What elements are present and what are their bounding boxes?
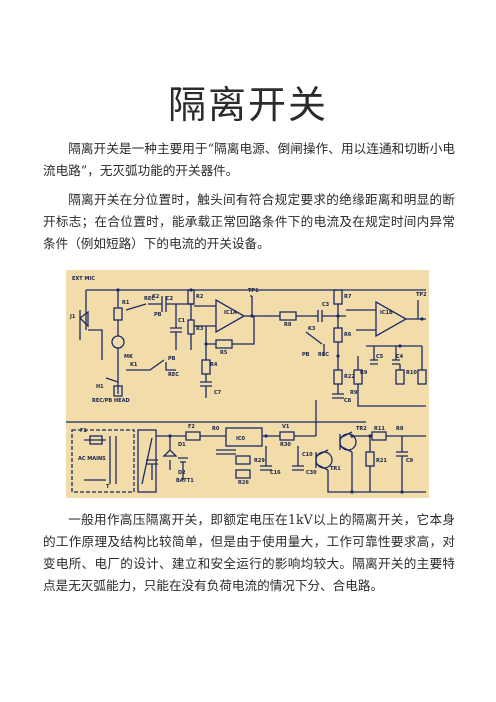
component-label: REC bbox=[144, 296, 155, 302]
component-label: C4 bbox=[396, 354, 404, 360]
component-label: TR2 bbox=[356, 426, 367, 432]
component-label: R22 bbox=[344, 374, 355, 380]
paragraph-high-voltage: 一般用作高压隔离开关，即额定电压在1kV以上的隔离开关，它本身的工作原理及结构比… bbox=[43, 512, 455, 593]
component-label: H1 bbox=[96, 384, 104, 390]
component-label: R11 bbox=[374, 426, 385, 432]
component-label: D1 bbox=[178, 442, 186, 448]
component-label: R5 bbox=[220, 350, 228, 356]
component-label: R0 bbox=[212, 426, 220, 432]
page-title: 隔离开关 bbox=[167, 83, 328, 127]
component-label: J1 bbox=[69, 314, 76, 320]
component-label: R8 bbox=[396, 426, 404, 432]
component-label: IC0 bbox=[236, 436, 246, 442]
circuit-schematic: EXT MICJ1R1MKRECC2K2PBC1R2R3TP1IC1AR5R4C… bbox=[66, 276, 427, 494]
component-label: R3 bbox=[196, 326, 204, 332]
component-label: R2 bbox=[196, 294, 204, 300]
component-label: R10 bbox=[406, 370, 417, 376]
component-label: C5 bbox=[376, 354, 384, 360]
component-label: REC/PB HEAD bbox=[92, 398, 130, 404]
component-label: C1 bbox=[178, 318, 186, 324]
component-label: PB bbox=[168, 356, 176, 362]
component-label: K2 bbox=[152, 294, 160, 300]
component-label: REC bbox=[168, 372, 179, 378]
component-label: V1 bbox=[282, 424, 290, 430]
component-label: D2 bbox=[178, 470, 186, 476]
component-label: TP2 bbox=[416, 292, 427, 298]
component-label: C8 bbox=[344, 398, 352, 404]
component-label: PB bbox=[302, 352, 310, 358]
component-label: R8 bbox=[284, 322, 292, 328]
component-label: R4 bbox=[210, 362, 218, 368]
component-label: BATT1 bbox=[176, 478, 194, 484]
component-label: C16 bbox=[270, 470, 281, 476]
component-label: K3 bbox=[308, 326, 316, 332]
component-label: EXT MIC bbox=[72, 276, 95, 282]
component-label: R21 bbox=[376, 458, 387, 464]
component-label: F1 bbox=[80, 428, 87, 434]
component-label: IC1A bbox=[224, 310, 237, 316]
component-label: IC1B bbox=[380, 310, 393, 316]
component-label: C30 bbox=[306, 470, 317, 476]
component-label: PB bbox=[154, 312, 162, 318]
component-label: TP1 bbox=[248, 288, 259, 294]
component-label: C7 bbox=[214, 390, 222, 396]
component-label: R9 bbox=[350, 390, 358, 396]
component-label: K1 bbox=[130, 362, 138, 368]
component-label: R29 bbox=[254, 458, 265, 464]
component-label: R9 bbox=[360, 370, 368, 376]
component-label: R1 bbox=[122, 300, 130, 306]
component-label: F2 bbox=[188, 424, 195, 430]
component-label: T bbox=[106, 484, 110, 490]
component-label: R26 bbox=[238, 480, 249, 486]
component-label: AC MAINS bbox=[78, 456, 106, 462]
paragraph-definition: 隔离开关是一种主要用于“隔离电源、倒闸操作、用以连通和切断小电流电路”，无灭弧功… bbox=[43, 141, 455, 178]
component-label: TR1 bbox=[330, 466, 341, 472]
component-label: C10 bbox=[302, 452, 313, 458]
component-label: R7 bbox=[344, 294, 352, 300]
paragraph-positions: 隔离开关在分位置时，触头间有符合规定要求的绝缘距离和明显的断开标志；在合位置时，… bbox=[43, 192, 455, 251]
component-label: C9 bbox=[406, 458, 414, 464]
component-label: C3 bbox=[322, 302, 330, 308]
component-label: R6 bbox=[344, 332, 352, 338]
component-label: REC bbox=[318, 352, 329, 358]
component-label: MK bbox=[124, 354, 134, 360]
component-label: R30 bbox=[280, 442, 291, 448]
component-label: C2 bbox=[166, 296, 174, 302]
